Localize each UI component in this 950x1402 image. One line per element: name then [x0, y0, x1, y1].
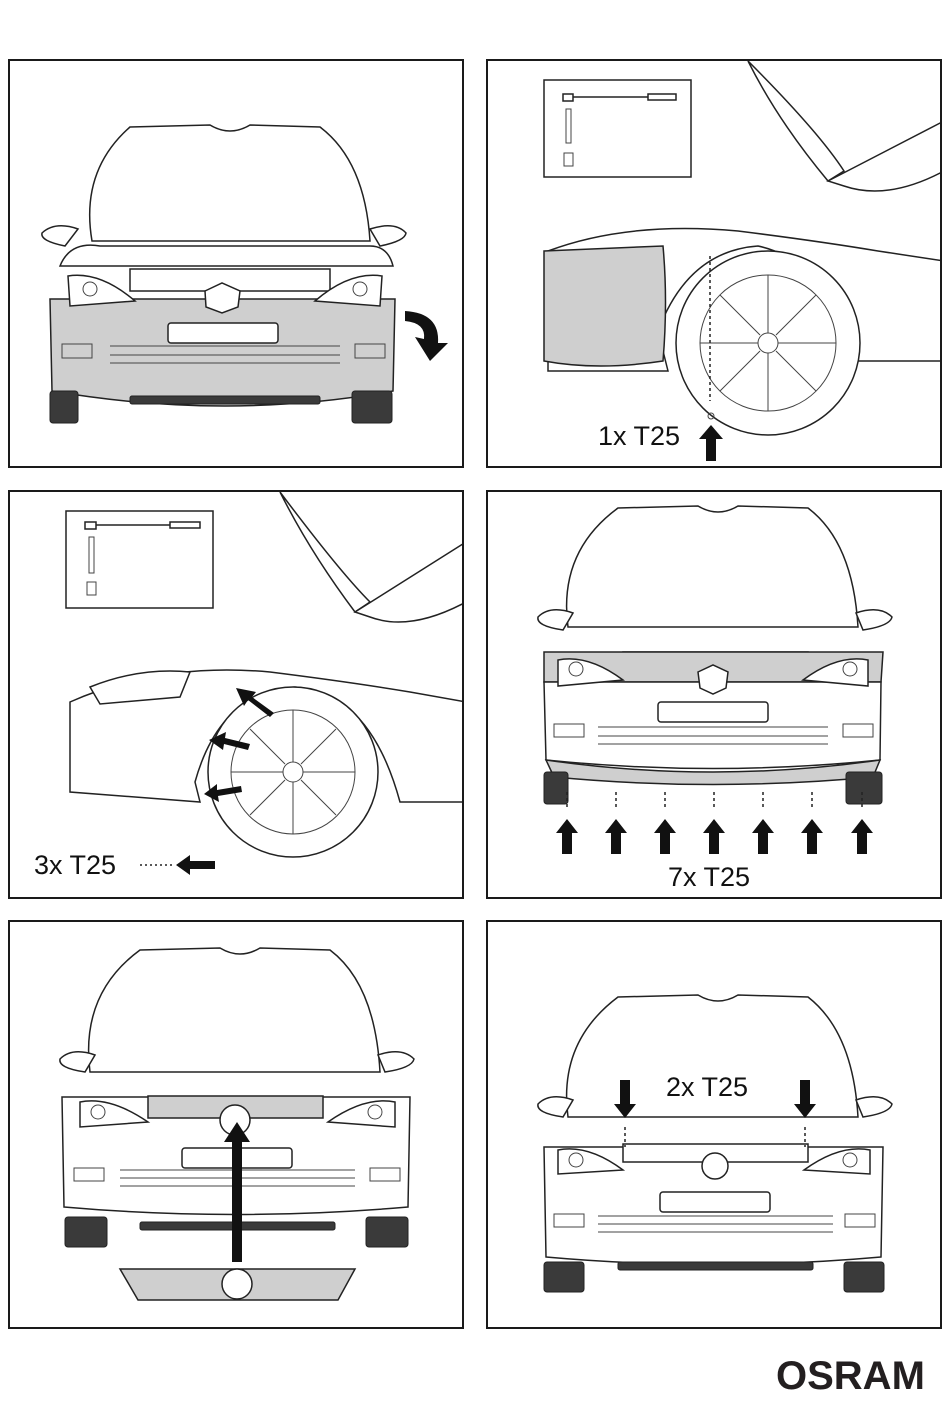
curved-arrow-icon [405, 311, 448, 361]
step-3-caption: 3x T25 [34, 850, 116, 881]
car-front-illustration [488, 492, 942, 899]
step-2-panel: 1x T25 [486, 59, 942, 468]
osram-logo: OSRAM [776, 1354, 925, 1399]
step-3-panel: 3x T25 [8, 490, 464, 899]
car-front-illustration [10, 922, 464, 1329]
step-2-caption: 1x T25 [598, 421, 680, 452]
step-6-panel: 2x T25 [486, 920, 942, 1329]
car-front-illustration [10, 61, 464, 468]
step-4-panel: 7x T25 [486, 490, 942, 899]
arrow-up-icon [699, 425, 723, 461]
car-front-illustration [488, 922, 942, 1329]
step-4-caption: 7x T25 [668, 862, 750, 893]
arrow-up-icon [605, 819, 627, 854]
arrow-up-icon [703, 819, 725, 854]
arrow-up-icon [654, 819, 676, 854]
arrow-up-icon [801, 819, 823, 854]
car-side-illustration [10, 492, 464, 899]
arrow-up-icon [752, 819, 774, 854]
badge-emblem [222, 1269, 252, 1299]
step-6-caption: 2x T25 [666, 1072, 748, 1103]
step-5-panel [8, 920, 464, 1329]
arrow-up-icon [556, 819, 578, 854]
arrow-up-icon [851, 819, 873, 854]
step-1-panel [8, 59, 464, 468]
screw-arrows [556, 819, 873, 854]
arrow-left-icon [176, 855, 215, 875]
badge-emblem [702, 1153, 728, 1179]
car-side-illustration [488, 61, 942, 468]
